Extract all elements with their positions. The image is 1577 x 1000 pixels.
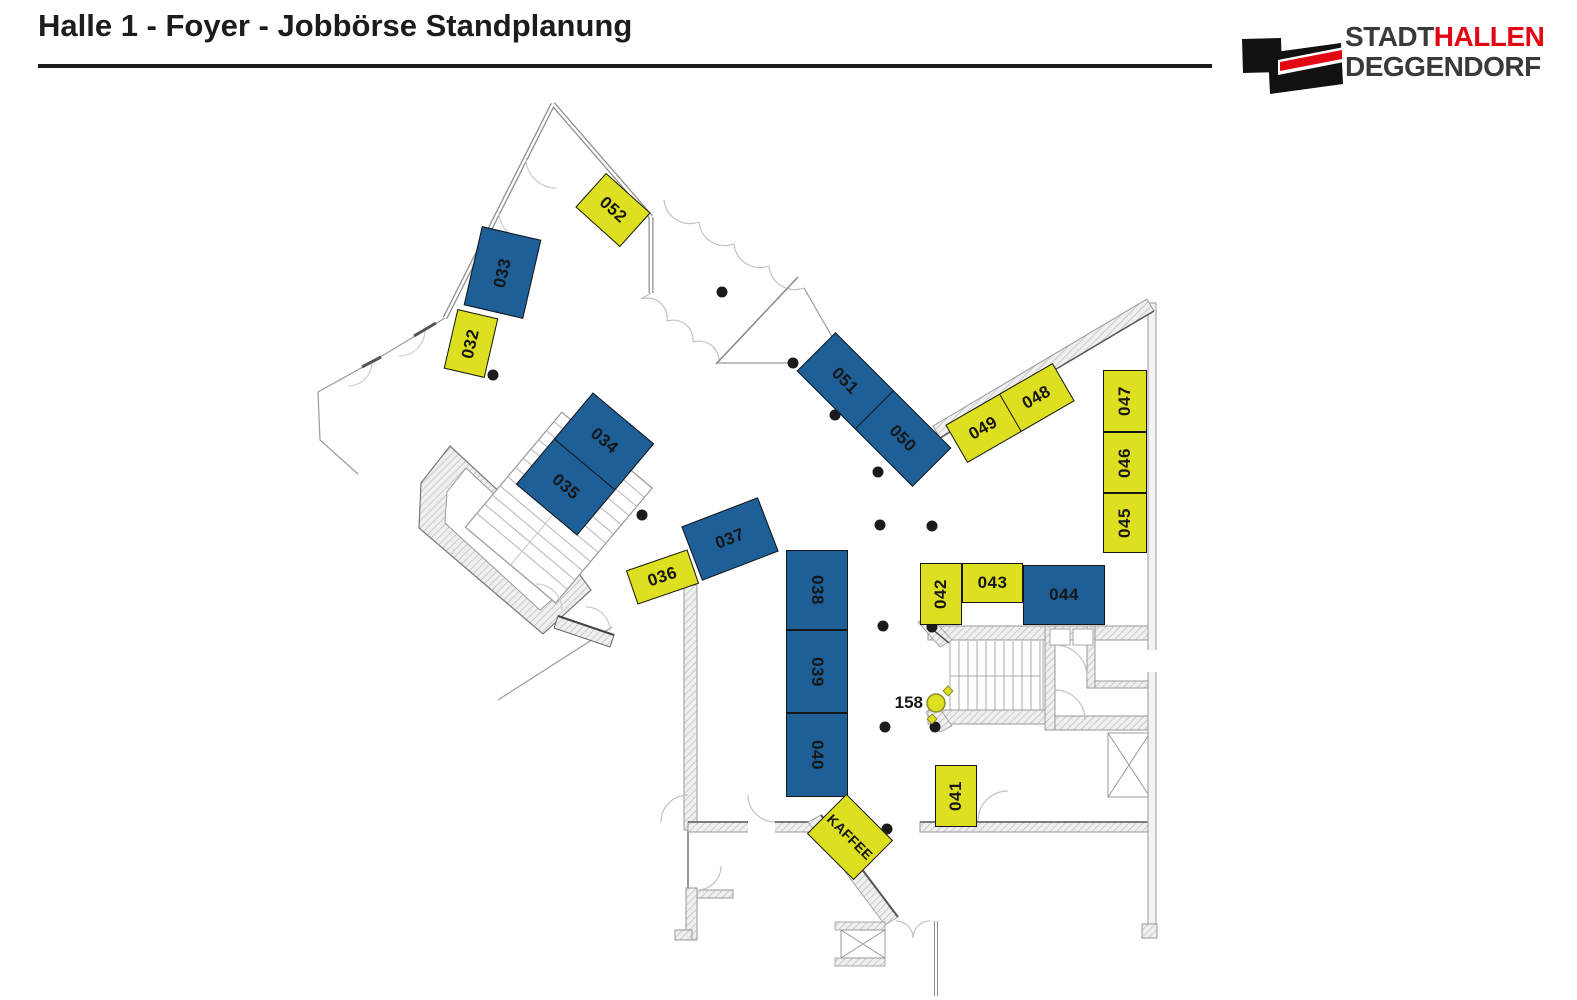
booth-047: 047 — [1103, 370, 1147, 432]
booth-label: 039 — [808, 656, 827, 687]
booth-label: 038 — [808, 575, 827, 605]
page-title: Halle 1 - Foyer - Jobbörse Standplanung — [38, 8, 633, 43]
booth-label: 052 — [595, 192, 631, 227]
booth-042: 042 — [920, 563, 962, 625]
booth-label: 041 — [946, 781, 965, 811]
booth-label: 034 — [586, 423, 622, 458]
booth-label: 045 — [1115, 508, 1134, 538]
logo-word-hallen: HALLEN — [1433, 21, 1545, 52]
booth-044: 044 — [1023, 565, 1105, 625]
logo-text: STADTHALLEN DEGGENDORF — [1345, 21, 1545, 82]
title-underline — [38, 64, 1212, 68]
booth-label: 043 — [977, 573, 1008, 592]
marker-158-circle — [926, 693, 946, 713]
booth-043: 043 — [962, 563, 1023, 603]
booth-label: 051 — [828, 363, 863, 398]
booth-045: 045 — [1103, 493, 1147, 553]
booth-label: 046 — [1115, 447, 1134, 478]
booth-041: 041 — [935, 765, 977, 827]
stadthallen-logo: STADTHALLEN DEGGENDORF — [1232, 20, 1562, 100]
booth-046: 046 — [1103, 432, 1147, 493]
logo-mark-icon — [1242, 38, 1344, 94]
booth-label: KAFFEE — [823, 810, 877, 864]
booth-label: 035 — [548, 469, 584, 504]
booth-label: 048 — [1018, 381, 1055, 413]
booth-label: 036 — [645, 562, 680, 591]
booth-039: 039 — [786, 630, 848, 713]
booth-label: 049 — [965, 412, 1001, 444]
logo-word-stadt: STADT — [1345, 21, 1434, 52]
booth-label: 042 — [931, 579, 950, 609]
booth-label: 047 — [1115, 386, 1134, 416]
booth-label: 044 — [1049, 585, 1079, 604]
booth-label: 033 — [489, 255, 515, 290]
logo-word-deggendorf: DEGGENDORF — [1345, 51, 1541, 82]
booth-label: 050 — [885, 420, 921, 456]
booth-label: 032 — [457, 326, 484, 361]
marker-158-label: 158 — [894, 693, 923, 712]
booth-038: 038 — [786, 550, 848, 630]
booth-040: 040 — [786, 713, 848, 797]
booth-label: 037 — [712, 524, 748, 553]
booth-label: 040 — [808, 740, 827, 770]
